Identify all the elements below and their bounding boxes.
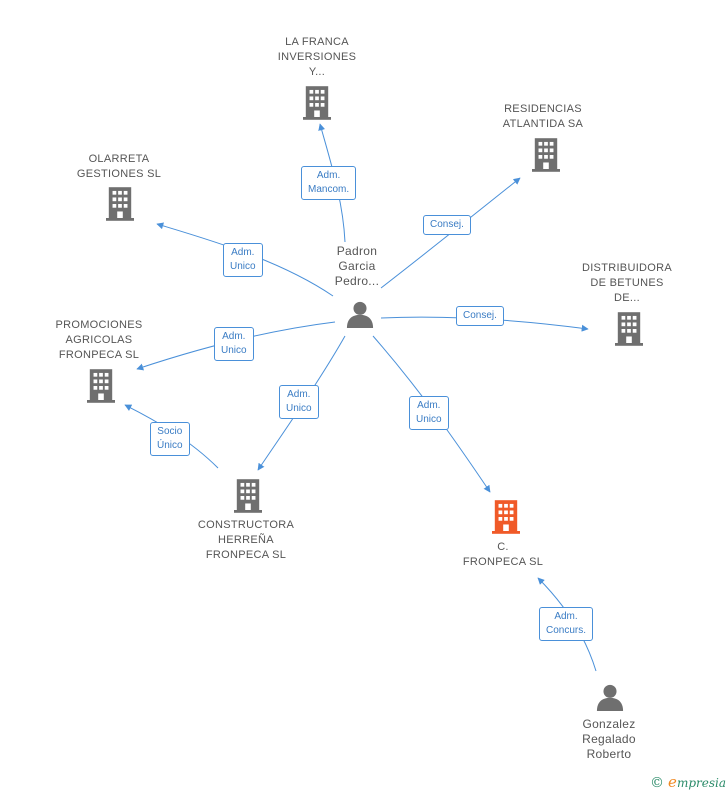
node-label-residencias[interactable]: RESIDENCIAS ATLANTIDA SA (502, 103, 584, 130)
edge-label-socio-unico[interactable]: Socio Único (150, 422, 190, 456)
node-label-constructora[interactable]: CONSTRUCTORA HERREÑA FRONPECA SL (197, 519, 295, 561)
building-icon[interactable] (492, 500, 520, 534)
node-label-promociones[interactable]: PROMOCIONES AGRICOLAS FRONPECA SL (55, 319, 143, 361)
building-icon[interactable] (234, 479, 262, 513)
brand-name: mpresia (676, 776, 726, 790)
node-label-padron[interactable]: Padron Garcia Pedro... (334, 244, 380, 288)
brand-initial: e (668, 773, 677, 791)
node-label-gonzalez[interactable]: Gonzalez Regalado Roberto (582, 717, 636, 761)
building-icon[interactable] (106, 187, 134, 221)
node-label-olarreta[interactable]: OLARRETA GESTIONES SL (76, 153, 162, 180)
node-label-la-franca[interactable]: LA FRANCA INVERSIONES Y... (277, 36, 357, 78)
empresia-logo[interactable]: ©empresia (650, 773, 726, 791)
building-icon[interactable] (532, 138, 560, 172)
person-icon[interactable] (346, 301, 374, 328)
edge-label-adm-unico-constructora[interactable]: Adm. Unico (279, 385, 319, 419)
edge-label-adm-unico-c-fronpeca[interactable]: Adm. Unico (409, 396, 449, 430)
copyright-symbol: © (650, 775, 665, 791)
building-icon[interactable] (87, 369, 115, 403)
building-icon[interactable] (303, 86, 331, 120)
edge-label-adm-concurs[interactable]: Adm. Concurs. (539, 607, 594, 641)
person-icon[interactable] (596, 684, 624, 711)
edge-label-consej-residencias[interactable]: Consej. (423, 215, 471, 235)
building-icon[interactable] (615, 312, 643, 346)
edge-label-adm-unico-promociones[interactable]: Adm. Unico (214, 327, 254, 361)
edge-label-consej-distribuidora[interactable]: Consej. (456, 306, 504, 326)
edge-label-adm-unico-olarreta[interactable]: Adm. Unico (223, 243, 263, 277)
node-label-distribuidora[interactable]: DISTRIBUIDORA DE BETUNES DE... (581, 262, 673, 304)
node-label-c-fronpeca[interactable]: C. FRONPECA SL (462, 541, 544, 568)
edge-label-adm-mancom[interactable]: Adm. Mancom. (301, 166, 357, 200)
